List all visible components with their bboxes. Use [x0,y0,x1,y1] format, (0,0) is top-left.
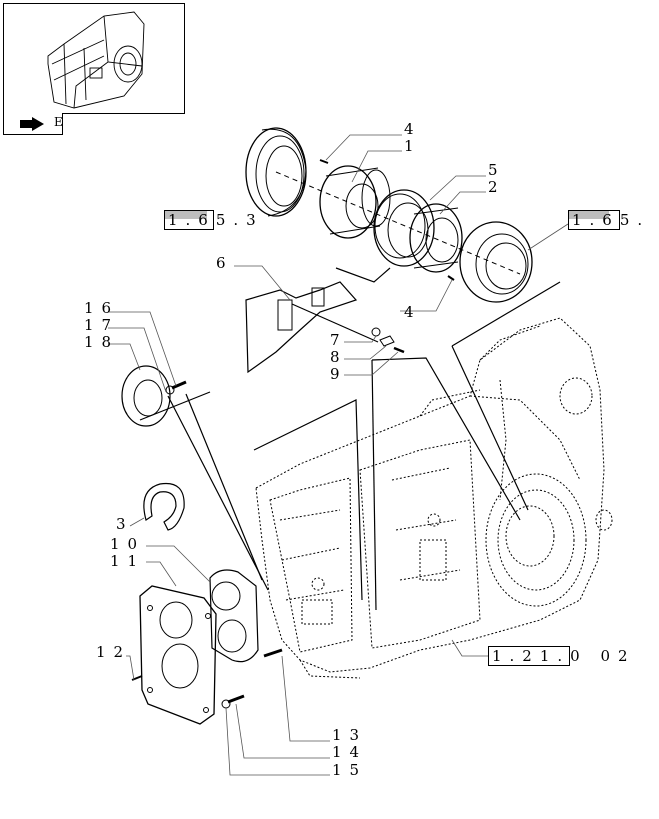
ref-box-left[interactable] [164,210,214,230]
callout-7[interactable]: 7 [330,331,348,349]
seal-ring-right[interactable] [459,221,533,303]
callout-4-top[interactable]: 4 [404,120,422,138]
callout-6[interactable]: 6 [216,254,234,272]
callout-3[interactable]: 3 [116,515,134,533]
callout-16[interactable]: 16 [84,299,120,317]
callout-9[interactable]: 9 [330,365,348,383]
callout-11[interactable]: 11 [110,552,146,570]
callout-14[interactable]: 14 [332,743,368,761]
circlip-part-3[interactable] [143,482,185,531]
callout-2[interactable]: 2 [488,178,506,196]
cover-plate-part-11[interactable] [139,585,217,725]
bearing-part-5[interactable] [373,189,435,267]
ref-box-right[interactable] [568,210,620,230]
callout-5[interactable]: 5 [488,161,506,179]
transmission-housing[interactable] [255,317,613,679]
ref-link-bottom[interactable]: 1.21.0 02 [492,647,636,665]
gasket-part-10[interactable] [209,569,259,663]
callout-12[interactable]: 12 [96,643,132,661]
ref-link-right[interactable]: 1.65. [572,211,651,229]
tab-letter: E [54,115,63,129]
callout-1[interactable]: 1 [404,137,422,155]
callout-8[interactable]: 8 [330,348,348,366]
plate-part-6[interactable] [245,281,379,374]
assembly-thumbnail[interactable] [3,3,185,114]
ref-link-left[interactable]: 1.65.3 [168,211,264,229]
ref-box-bottom[interactable] [488,646,570,666]
callout-13[interactable]: 13 [332,726,368,744]
ring-part-2[interactable] [409,203,463,273]
transmission-housing-thumbnail-icon [47,11,145,109]
next-page-tab[interactable]: E [3,113,63,135]
callout-18[interactable]: 18 [84,333,120,351]
callout-17[interactable]: 17 [84,316,120,334]
callout-4-bottom[interactable]: 4 [404,303,422,321]
callout-10[interactable]: 10 [110,535,146,553]
flange-part-1[interactable] [319,165,391,239]
callout-15[interactable]: 15 [332,761,368,779]
seal-ring-left[interactable] [245,127,307,217]
book-arrow-icon [20,117,44,131]
gasket-part-18[interactable] [121,365,171,427]
